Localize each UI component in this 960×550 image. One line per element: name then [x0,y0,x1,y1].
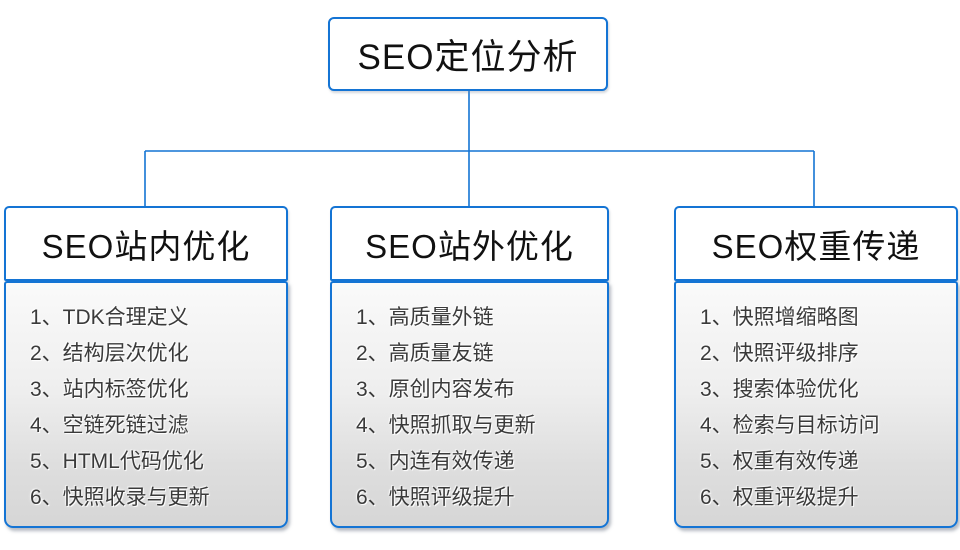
list-item: 1、高质量外链 [356,306,494,329]
column-header-label: SEO站外优化 [365,227,574,265]
list-item: 3、原创内容发布 [356,378,515,401]
list-item: 2、结构层次优化 [30,342,189,365]
column-header: SEO站外优化 [330,206,609,281]
column-header-label: SEO权重传递 [711,227,921,265]
list-item: 4、空链死链过滤 [30,414,189,437]
list-item: 4、检索与目标访问 [700,414,880,437]
column-offsite-optimization: SEO站外优化 1、高质量外链 2、高质量友链 3、原创内容发布 4、快照抓取与… [330,206,609,528]
list-item: 4、快照抓取与更新 [356,414,536,437]
list-item: 2、快照评级排序 [700,342,859,365]
list-item: 3、站内标签优化 [30,378,189,401]
list-item: 3、搜索体验优化 [700,378,859,401]
list-item: 5、权重有效传递 [700,450,859,473]
list-item: 6、快照收录与更新 [30,486,210,509]
column-item-list: 1、高质量外链 2、高质量友链 3、原创内容发布 4、快照抓取与更新 5、内连有… [330,281,609,528]
column-header: SEO权重传递 [674,206,958,281]
column-weight-transfer: SEO权重传递 1、快照增缩略图 2、快照评级排序 3、搜索体验优化 4、检索与… [674,206,958,528]
list-item: 1、快照增缩略图 [700,306,859,329]
list-item: 1、TDK合理定义 [30,306,189,329]
root-node: SEO定位分析 [328,17,608,91]
column-onsite-optimization: SEO站内优化 1、TDK合理定义 2、结构层次优化 3、站内标签优化 4、空链… [4,206,288,528]
list-item: 5、HTML代码优化 [30,450,204,473]
list-item: 5、内连有效传递 [356,450,515,473]
list-item: 2、高质量友链 [356,342,494,365]
column-header-label: SEO站内优化 [41,227,251,265]
column-item-list: 1、快照增缩略图 2、快照评级排序 3、搜索体验优化 4、检索与目标访问 5、权… [674,281,958,528]
list-item: 6、权重评级提升 [700,486,859,509]
column-header: SEO站内优化 [4,206,288,281]
list-item: 6、快照评级提升 [356,486,515,509]
root-node-label: SEO定位分析 [357,37,579,77]
column-item-list: 1、TDK合理定义 2、结构层次优化 3、站内标签优化 4、空链死链过滤 5、H… [4,281,288,528]
